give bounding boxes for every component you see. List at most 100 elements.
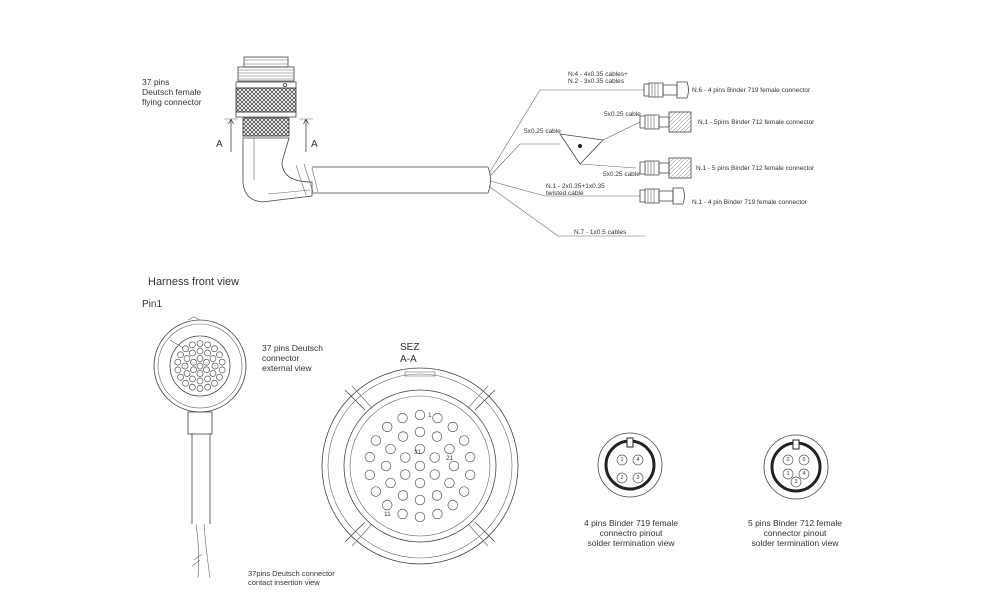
insertion-view-line: contact insertion view: [248, 577, 320, 587]
branch-n4-label: N.4 - 4x0.35 cables+ N.2 - 3x0.35 cables: [568, 71, 628, 86]
connector-label: 37 pins Deutsch female flying connector: [142, 77, 202, 107]
section-contact-pin: [432, 412, 443, 424]
harness-contact-pin: [182, 345, 189, 353]
b712-pin-1: 1: [786, 471, 790, 477]
connector-label-line: 37 pins: [142, 77, 170, 87]
splitter-input-label: 5x0.25 cable: [524, 128, 561, 135]
harness-contact-pin: [196, 362, 204, 370]
b719-pin-3: 3: [636, 475, 640, 481]
harness-contact-pin: [211, 362, 219, 370]
section-contact-pin: [414, 511, 426, 523]
harness-contact-pin: [211, 379, 218, 387]
binder-719-plug-top: [643, 81, 689, 99]
harness-contact-pin: [177, 351, 184, 359]
b712-pin-2: 2: [786, 457, 790, 463]
binder-719-caption-line: connectro pinout: [599, 527, 663, 538]
section-title-line: A-A: [400, 353, 417, 365]
harness-title: Harness front view: [148, 276, 240, 288]
harness-contact-pin: [218, 358, 226, 366]
section-contact-pin: [414, 494, 426, 506]
section-contact-pin: [385, 477, 396, 489]
b712-pin-5: 5: [802, 457, 806, 463]
binder-719-bottom-label: N.1 - 4 pin Binder 719 female connector: [692, 199, 807, 206]
section-contact-pin: [382, 499, 393, 511]
section-contact-pin: [400, 469, 411, 480]
pin-number-21: 21: [446, 455, 454, 462]
binder-719-plug-bottom: [639, 187, 685, 205]
section-contact-pin: [431, 490, 443, 501]
harness-contact-pin: [211, 345, 218, 353]
section-contact-pin: [397, 431, 409, 442]
harness-contact-pin: [218, 366, 226, 374]
branch-n4-line: N.4 - 4x0.35 cables+: [568, 71, 628, 78]
harness-contact-pins: [174, 340, 226, 392]
section-contact-pin: [414, 460, 426, 472]
harness-contact-pin: [196, 370, 204, 377]
section-contact-pin: [447, 499, 458, 511]
branch-n1-line: N.1 - 2x0.35+1x0.35: [546, 183, 605, 190]
section-contact-pin: [465, 451, 476, 463]
section-contact-pin: [429, 452, 440, 463]
section-contact-pin: [414, 443, 426, 455]
binder-712-caption-line: connector pinout: [763, 527, 827, 538]
section-contact-pin: [364, 469, 375, 481]
section-contact-pin: [364, 451, 375, 463]
harness-contact-pin: [196, 340, 204, 347]
external-view-line: 37 pins Deutsch: [262, 343, 323, 353]
harness-contact-pin: [203, 366, 210, 374]
section-title: SEZ A-A: [400, 342, 419, 365]
harness-contact-pin: [209, 355, 217, 362]
harness-front-view: [153, 316, 247, 579]
binder-712-caption-line: 5 pins Binder 712 female: [747, 518, 843, 528]
connector-label-line: flying connector: [142, 96, 202, 107]
section-contact-pin: [397, 490, 409, 501]
pin-number-31: 31: [414, 449, 422, 456]
section-contact-pin: [459, 435, 470, 446]
section-contact-pin: [397, 508, 408, 520]
harness-contact-pin: [196, 355, 204, 362]
splitter-output-bottom-label: 5x0.25 cable: [603, 171, 640, 178]
binder-719-pinout-diagram: [597, 432, 663, 498]
harness-contact-pin: [204, 383, 212, 391]
harness-contact-pin: [196, 347, 204, 355]
cable-branches: [489, 89, 645, 237]
section-contact-pins: [364, 409, 476, 523]
binder-712-caption: 5 pins Binder 712 female connector pinou…: [730, 518, 860, 548]
external-view-line: external view: [262, 362, 312, 373]
splitter-output-top-label: 5x0.25 cable: [604, 111, 641, 118]
binder-712-pinout-diagram: [763, 434, 829, 500]
section-title-line: SEZ: [400, 342, 420, 353]
section-contact-pin: [414, 477, 426, 489]
main-cable: [311, 166, 491, 194]
section-contact-pin: [429, 469, 440, 480]
section-contact-pin: [465, 469, 476, 481]
harness-contact-pin: [209, 370, 217, 377]
insertion-view-line: 37pins Deutsch connector: [248, 569, 335, 578]
branch-n1-label: N.1 - 2x0.35+1x0.35 twisted cable: [546, 183, 605, 198]
binder-719-caption: 4 pins Binder 719 female connectro pinou…: [566, 518, 696, 548]
binder-712-plug-top: [639, 111, 692, 133]
section-contact-pin: [382, 421, 393, 433]
external-view-label: 37 pins Deutsch connector external view: [262, 343, 323, 373]
harness-contact-pin: [204, 341, 212, 349]
harness-contact-pin: [204, 349, 211, 357]
harness-contact-pin: [190, 366, 197, 374]
section-marker-right: A: [311, 139, 318, 150]
harness-contact-pin: [189, 375, 196, 383]
pin1-label: Pin1: [142, 299, 163, 310]
section-a-a-view: [321, 367, 519, 565]
section-contact-pin: [370, 435, 381, 446]
harness-contact-pin: [204, 375, 211, 383]
section-contact-pin: [380, 460, 392, 472]
b719-pin-1: 1: [620, 457, 624, 463]
b712-pin-4: 4: [802, 471, 806, 477]
harness-contact-pin: [216, 373, 223, 381]
section-contact-pin: [414, 426, 426, 438]
harness-contact-pin: [203, 358, 210, 366]
section-contact-pin: [432, 508, 443, 520]
harness-contact-pin: [188, 383, 196, 391]
section-marker-left: A: [216, 139, 223, 150]
section-contact-pin: [414, 409, 426, 421]
binder-712-plug-bottom: [639, 157, 692, 179]
